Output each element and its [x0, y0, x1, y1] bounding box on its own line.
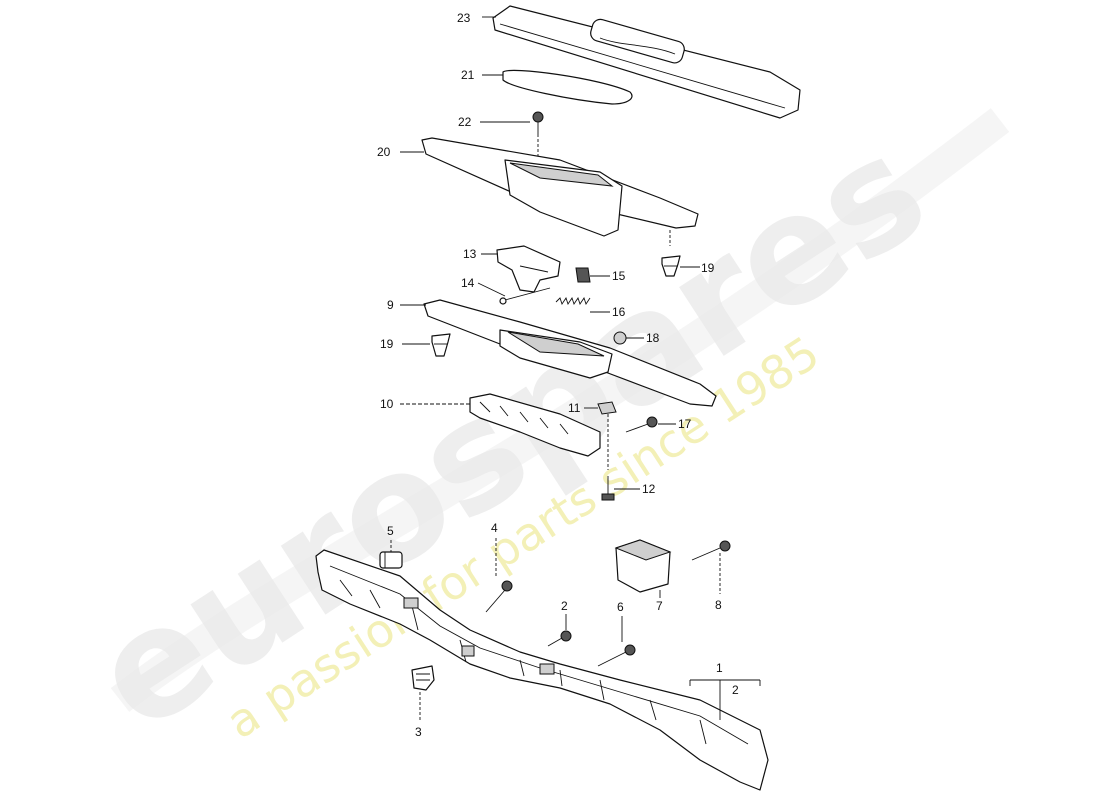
- callout-20: 20: [377, 145, 391, 159]
- callout-1-sub-2: 2: [732, 683, 739, 697]
- callout-2: 2: [561, 599, 568, 613]
- watermark-swoosh: [110, 108, 1010, 712]
- part-1-carrier-beam: [315, 549, 769, 791]
- callout-16: 16: [612, 305, 626, 319]
- callout-12: 12: [642, 482, 656, 496]
- part-8-screw: [691, 540, 731, 594]
- callout-17: 17: [678, 417, 692, 431]
- part-11-clip-nut: [597, 401, 617, 470]
- callout-9: 9: [387, 298, 394, 312]
- part-13-bracket: [496, 245, 561, 293]
- callout-15: 15: [612, 269, 626, 283]
- part-19-clip-left: [431, 333, 451, 357]
- callout-19-left: 19: [380, 337, 394, 351]
- part-17-bolt: [625, 416, 658, 433]
- callout-21: 21: [461, 68, 475, 82]
- part-15-nut-clip: [575, 267, 591, 283]
- callout-13: 13: [463, 247, 477, 261]
- callout-18: 18: [646, 331, 660, 345]
- part-16-spring: [555, 296, 591, 306]
- callout-5: 5: [387, 524, 394, 538]
- part-20-sill-panel: [421, 137, 699, 246]
- callout-19-right: 19: [701, 261, 715, 275]
- part-22-screw: [532, 111, 544, 175]
- part-19-clip-right: [661, 255, 681, 277]
- part-21-cover: [502, 69, 633, 105]
- callout-1: 1: [716, 661, 723, 675]
- callout-10: 10: [380, 397, 394, 411]
- part-10-rail: [469, 393, 601, 457]
- callout-14: 14: [461, 276, 475, 290]
- part-7-switch: [614, 539, 672, 598]
- part-2-bolt: [547, 614, 572, 647]
- part-5-bushing: [379, 540, 403, 569]
- part-18-grommet: [613, 331, 627, 345]
- callout-23: 23: [457, 11, 471, 25]
- part-6-screw: [597, 616, 636, 667]
- callout-22: 22: [458, 115, 472, 129]
- callout-3: 3: [415, 725, 422, 739]
- part-9-lower-sill-trim: [423, 299, 717, 407]
- callout-7: 7: [656, 599, 663, 613]
- part-3-clip: [411, 665, 435, 722]
- callout-11: 11: [568, 401, 581, 415]
- part-12-bolt: [601, 476, 615, 501]
- callout-6: 6: [617, 600, 624, 614]
- callout-4: 4: [491, 521, 498, 535]
- part-14-pin: [499, 287, 551, 305]
- part-4-screw: [485, 538, 513, 613]
- callout-8: 8: [715, 598, 722, 612]
- part-23-sill-trim: [492, 5, 801, 119]
